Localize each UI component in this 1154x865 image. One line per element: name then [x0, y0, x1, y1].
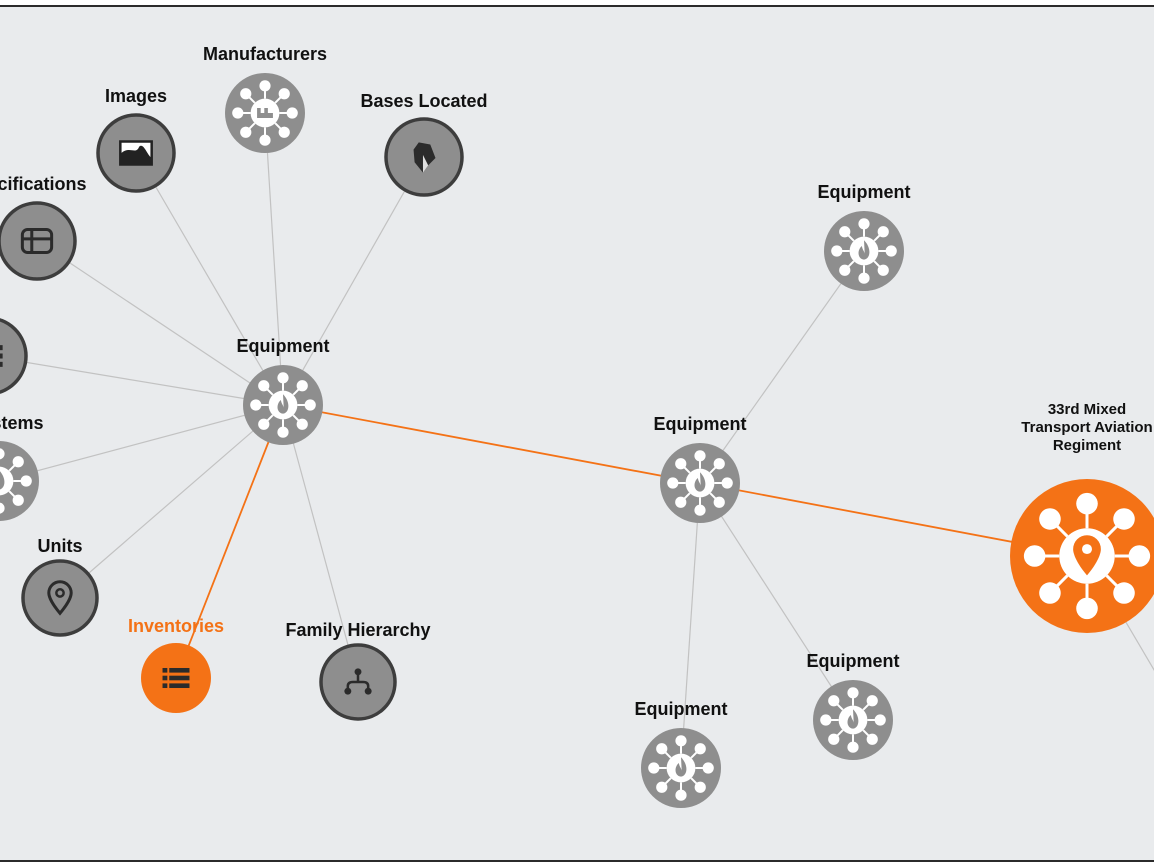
list-icon	[0, 345, 3, 367]
node-equipment-hub[interactable]: Equipment	[237, 336, 330, 445]
node-ws[interactable]: ws	[0, 293, 28, 394]
table-icon	[20, 228, 54, 254]
node-equipment-top[interactable]: Equipment	[818, 182, 911, 291]
node-circle	[0, 318, 28, 394]
location-pin-icon	[47, 580, 73, 616]
flame-icon	[838, 705, 868, 735]
node-equipment-bottom-right[interactable]: Equipment	[807, 651, 900, 760]
edge-equipment-hub-units	[59, 404, 284, 599]
node-label-family-hierarchy: Family Hierarchy	[285, 620, 430, 640]
image-icon	[119, 140, 153, 166]
node-specifications[interactable]: ecifications	[0, 174, 87, 281]
edge-equipment-hub-systems	[0, 404, 284, 482]
node-bases-located[interactable]: Bases Located	[360, 91, 488, 197]
node-label-manufacturers: Manufacturers	[203, 44, 327, 64]
node-label-equipment-hub: Equipment	[237, 336, 330, 356]
node-label-equipment-bottom-right: Equipment	[807, 651, 900, 671]
node-inventories[interactable]: Inventories	[128, 616, 224, 713]
node-equipment-mid[interactable]: Equipment	[654, 414, 747, 523]
edge-equipment-mid-equipment-bottom-left	[680, 482, 701, 769]
node-label-regiment-0: 33rd Mixed	[1048, 401, 1126, 418]
edge-equipment-hub-bases-located	[282, 156, 425, 406]
edge-equipment-mid-equipment-bottom-right	[699, 482, 854, 721]
node-images[interactable]: Images	[96, 86, 176, 193]
node-circle	[0, 201, 77, 281]
map-shape-icon	[413, 142, 436, 173]
flame-icon	[666, 753, 696, 783]
node-label-equipment-mid: Equipment	[654, 414, 747, 434]
hierarchy-icon	[344, 668, 372, 695]
node-manufacturers[interactable]: Manufacturers	[203, 44, 327, 153]
edge-equipment-mid-equipment-top	[699, 250, 865, 484]
node-label-specifications: ecifications	[0, 174, 87, 194]
node-circle	[21, 559, 99, 637]
node-equipment-bottom-left[interactable]: Equipment	[635, 699, 728, 808]
node-label-equipment-bottom-left: Equipment	[635, 699, 728, 719]
edge-equipment-hub-images	[135, 152, 284, 406]
edge-equipment-hub-ws	[0, 357, 284, 406]
flame-icon	[268, 390, 298, 420]
edge-equipment-hub-equipment-mid	[282, 404, 701, 484]
edge-equipment-hub-manufacturers	[264, 112, 284, 406]
flame-icon	[685, 468, 715, 498]
flame-icon	[0, 466, 14, 496]
edge-equipment-hub-inventories	[175, 404, 284, 679]
node-label-inventories: Inventories	[128, 616, 224, 636]
node-family-hierarchy[interactable]: Family Hierarchy	[285, 620, 431, 721]
node-label-equipment-top: Equipment	[818, 182, 911, 202]
list-icon	[162, 667, 190, 689]
node-label-images: Images	[105, 86, 167, 106]
factory-icon	[250, 98, 280, 128]
node-systems[interactable]: s Systems	[0, 413, 44, 521]
location-pin-icon	[1059, 528, 1115, 584]
node-label-regiment-1: Transport Aviation	[1021, 419, 1152, 436]
edge-equipment-hub-family-hierarchy	[282, 404, 359, 683]
edge-equipment-hub-specifications	[36, 240, 284, 406]
node-units[interactable]: Units	[21, 536, 99, 637]
node-label-systems: s Systems	[0, 413, 44, 433]
node-label-regiment-2: Regiment	[1053, 437, 1121, 454]
edge-layer	[0, 112, 1154, 769]
node-label-bases-located: Bases Located	[360, 91, 487, 111]
node-label-units: Units	[38, 536, 83, 556]
flame-icon	[849, 236, 879, 266]
